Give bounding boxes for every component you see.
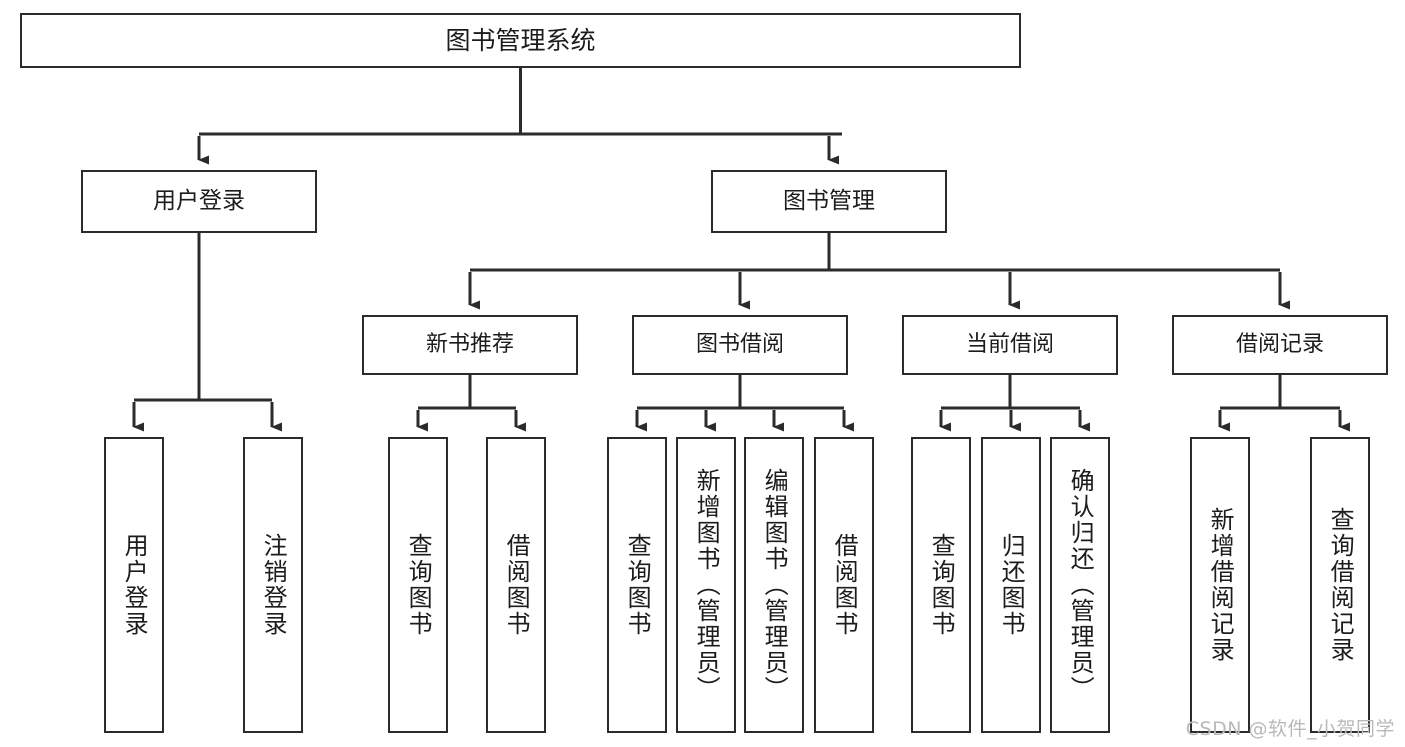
node-leaf-edit-book-admin[interactable]: 编辑图书（管理员） (744, 437, 804, 733)
node-level3-current-borrowing[interactable]: 当前借阅 (902, 315, 1118, 375)
node-leaf-confirm-return-admin[interactable]: 确认归还（管理员） (1050, 437, 1110, 733)
node-level2-user-login[interactable]: 用户登录 (81, 170, 317, 233)
csdn-watermark: CSDN @软件_小贺同学 (1185, 718, 1395, 740)
node-level3-new-book-recommendation[interactable]: 新书推荐 (362, 315, 578, 375)
node-leaf-user-login[interactable]: 用户登录 (104, 437, 164, 733)
node-leaf-borrow-books-new[interactable]: 借阅图书 (486, 437, 546, 733)
node-leaf-query-borrow-record[interactable]: 查询借阅记录 (1310, 437, 1370, 733)
node-leaf-query-books-current[interactable]: 查询图书 (911, 437, 971, 733)
node-leaf-logout[interactable]: 注销登录 (243, 437, 303, 733)
node-level3-book-borrowing[interactable]: 图书借阅 (632, 315, 848, 375)
node-level2-book-management[interactable]: 图书管理 (711, 170, 947, 233)
node-leaf-query-books-new[interactable]: 查询图书 (388, 437, 448, 733)
node-root-book-management-system[interactable]: 图书管理系统 (20, 13, 1021, 68)
node-leaf-query-books-borrow[interactable]: 查询图书 (607, 437, 667, 733)
node-leaf-return-books[interactable]: 归还图书 (981, 437, 1041, 733)
node-level3-borrowing-records[interactable]: 借阅记录 (1172, 315, 1388, 375)
node-leaf-add-borrow-record[interactable]: 新增借阅记录 (1190, 437, 1250, 733)
node-leaf-add-book-admin[interactable]: 新增图书（管理员） (676, 437, 736, 733)
node-leaf-borrow-books[interactable]: 借阅图书 (814, 437, 874, 733)
